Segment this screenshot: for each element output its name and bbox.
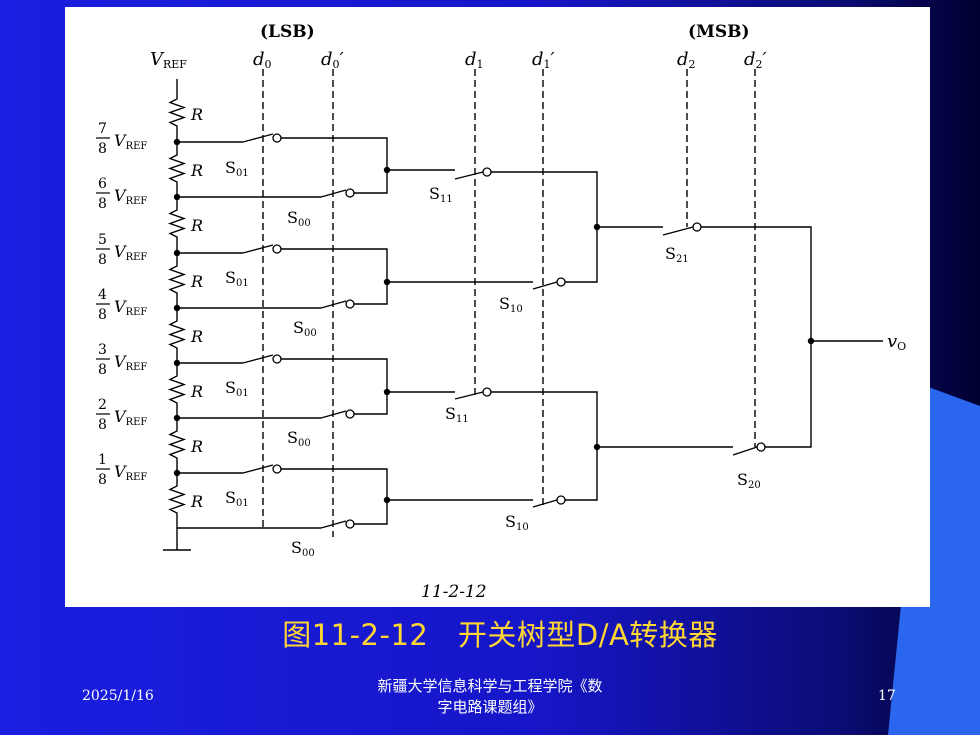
control-line-label-d2: d2 — [677, 49, 696, 71]
switch-label-s01: S01 — [225, 378, 249, 399]
tap-label-6-8: 6 8 VREF — [96, 176, 147, 212]
svg-text:VREF: VREF — [114, 352, 147, 373]
figure-number: 11-2-12 — [421, 582, 487, 602]
switch-label-s00: S00 — [293, 318, 317, 339]
svg-text:6: 6 — [98, 176, 107, 192]
slide-caption: 图11-2-12 开关树型D/A转换器 — [282, 618, 718, 652]
tap-label-4-8: 4 8 VREF — [96, 287, 147, 323]
svg-text:3: 3 — [98, 342, 107, 358]
footer-organization: 新疆大学信息科学与工程学院《数 字电路课题组》 — [330, 676, 650, 718]
switch-tree-dac-diagram: (LSB) (MSB) VREF d0 d0′ d1 d1′ d2 d2′ R … — [96, 22, 906, 602]
resistor-label: R — [190, 105, 203, 124]
resistor-label: R — [190, 327, 203, 346]
lsb-label: (LSB) — [260, 22, 315, 42]
switch-label-s01: S01 — [225, 268, 249, 289]
resistor-label: R — [190, 492, 203, 511]
control-line-label-d1: d1 — [465, 49, 484, 71]
resistor-label: R — [190, 382, 203, 401]
svg-text:8: 8 — [98, 252, 107, 268]
switch-label-s00: S00 — [287, 208, 311, 229]
tap-label-1-8: 1 8 VREF — [96, 452, 147, 488]
svg-text:VREF: VREF — [114, 407, 147, 428]
control-line-label-d2-prime: d2′ — [744, 49, 767, 71]
svg-text:4: 4 — [98, 287, 107, 303]
svg-text:8: 8 — [98, 196, 107, 212]
footer-organization-line: 字电路课题组》 — [437, 698, 543, 716]
resistor-label: R — [190, 272, 203, 291]
svg-text:7: 7 — [98, 121, 107, 137]
svg-text:VREF: VREF — [114, 186, 147, 207]
switch-label-s11: S11 — [445, 404, 469, 425]
switch-label-s00: S00 — [287, 428, 311, 449]
svg-text:5: 5 — [98, 232, 107, 248]
tap-label-3-8: 3 8 VREF — [96, 342, 147, 378]
svg-text:8: 8 — [98, 307, 107, 323]
resistor-label: R — [190, 437, 203, 456]
switch-label-s10: S10 — [505, 512, 529, 533]
tap-label-5-8: 5 8 VREF — [96, 232, 147, 268]
control-line-label-d1-prime: d1′ — [532, 49, 555, 71]
svg-text:VREF: VREF — [114, 462, 147, 483]
switch-label-s01: S01 — [225, 488, 249, 509]
circuit-figure-panel: (LSB) (MSB) VREF d0 d0′ d1 d1′ d2 d2′ R … — [65, 7, 930, 607]
control-line-label-d0-prime: d0′ — [321, 49, 344, 71]
svg-text:2: 2 — [98, 397, 107, 413]
switch-label-s20: S20 — [737, 470, 761, 491]
tap-label-2-8: 2 8 VREF — [96, 397, 147, 433]
control-line-label-d0: d0 — [253, 49, 272, 71]
switch-label-s01: S01 — [225, 158, 249, 179]
footer-organization-line: 新疆大学信息科学与工程学院《数 — [377, 677, 603, 695]
svg-text:8: 8 — [98, 141, 107, 157]
page-number: 17 — [878, 688, 896, 704]
svg-text:VREF: VREF — [114, 131, 147, 152]
svg-text:8: 8 — [98, 362, 107, 378]
svg-text:1: 1 — [98, 452, 107, 468]
output-label-vo: vO — [887, 331, 906, 353]
resistor-label: R — [190, 161, 203, 180]
svg-text:8: 8 — [98, 472, 107, 488]
msb-label: (MSB) — [688, 22, 750, 42]
switch-label-s11: S11 — [429, 184, 453, 205]
vref-label: VREF — [150, 49, 187, 71]
resistor-label: R — [190, 216, 203, 235]
switch-label-s00: S00 — [291, 538, 315, 559]
svg-text:VREF: VREF — [114, 242, 147, 263]
switch-label-s10: S10 — [499, 294, 523, 315]
tap-label-7-8: 7 8 VREF — [96, 121, 147, 157]
svg-text:VREF: VREF — [114, 297, 147, 318]
switch-label-s21: S21 — [665, 244, 689, 265]
svg-text:8: 8 — [98, 417, 107, 433]
footer-date: 2025/1/16 — [82, 688, 154, 704]
